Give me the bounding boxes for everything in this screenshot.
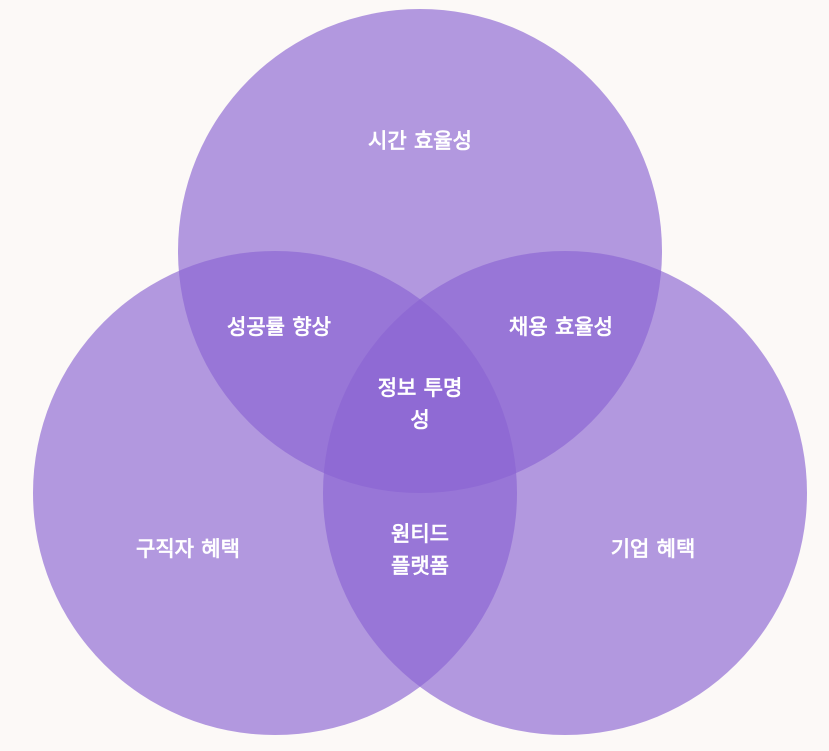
set-label-left: 구직자 혜택 bbox=[136, 537, 240, 561]
set-label-top: 시간 효율성 bbox=[368, 129, 472, 153]
intersection-label-top-left: 성공률 향상 bbox=[227, 315, 331, 339]
intersection-label-center: 정보 투명 성 bbox=[377, 376, 463, 432]
intersection-label-top-right: 채용 효율성 bbox=[509, 315, 613, 339]
set-label-right: 기업 혜택 bbox=[610, 537, 696, 561]
intersection-label-left-right: 원티드 플랫폼 bbox=[391, 522, 449, 578]
circle-right bbox=[323, 251, 807, 735]
